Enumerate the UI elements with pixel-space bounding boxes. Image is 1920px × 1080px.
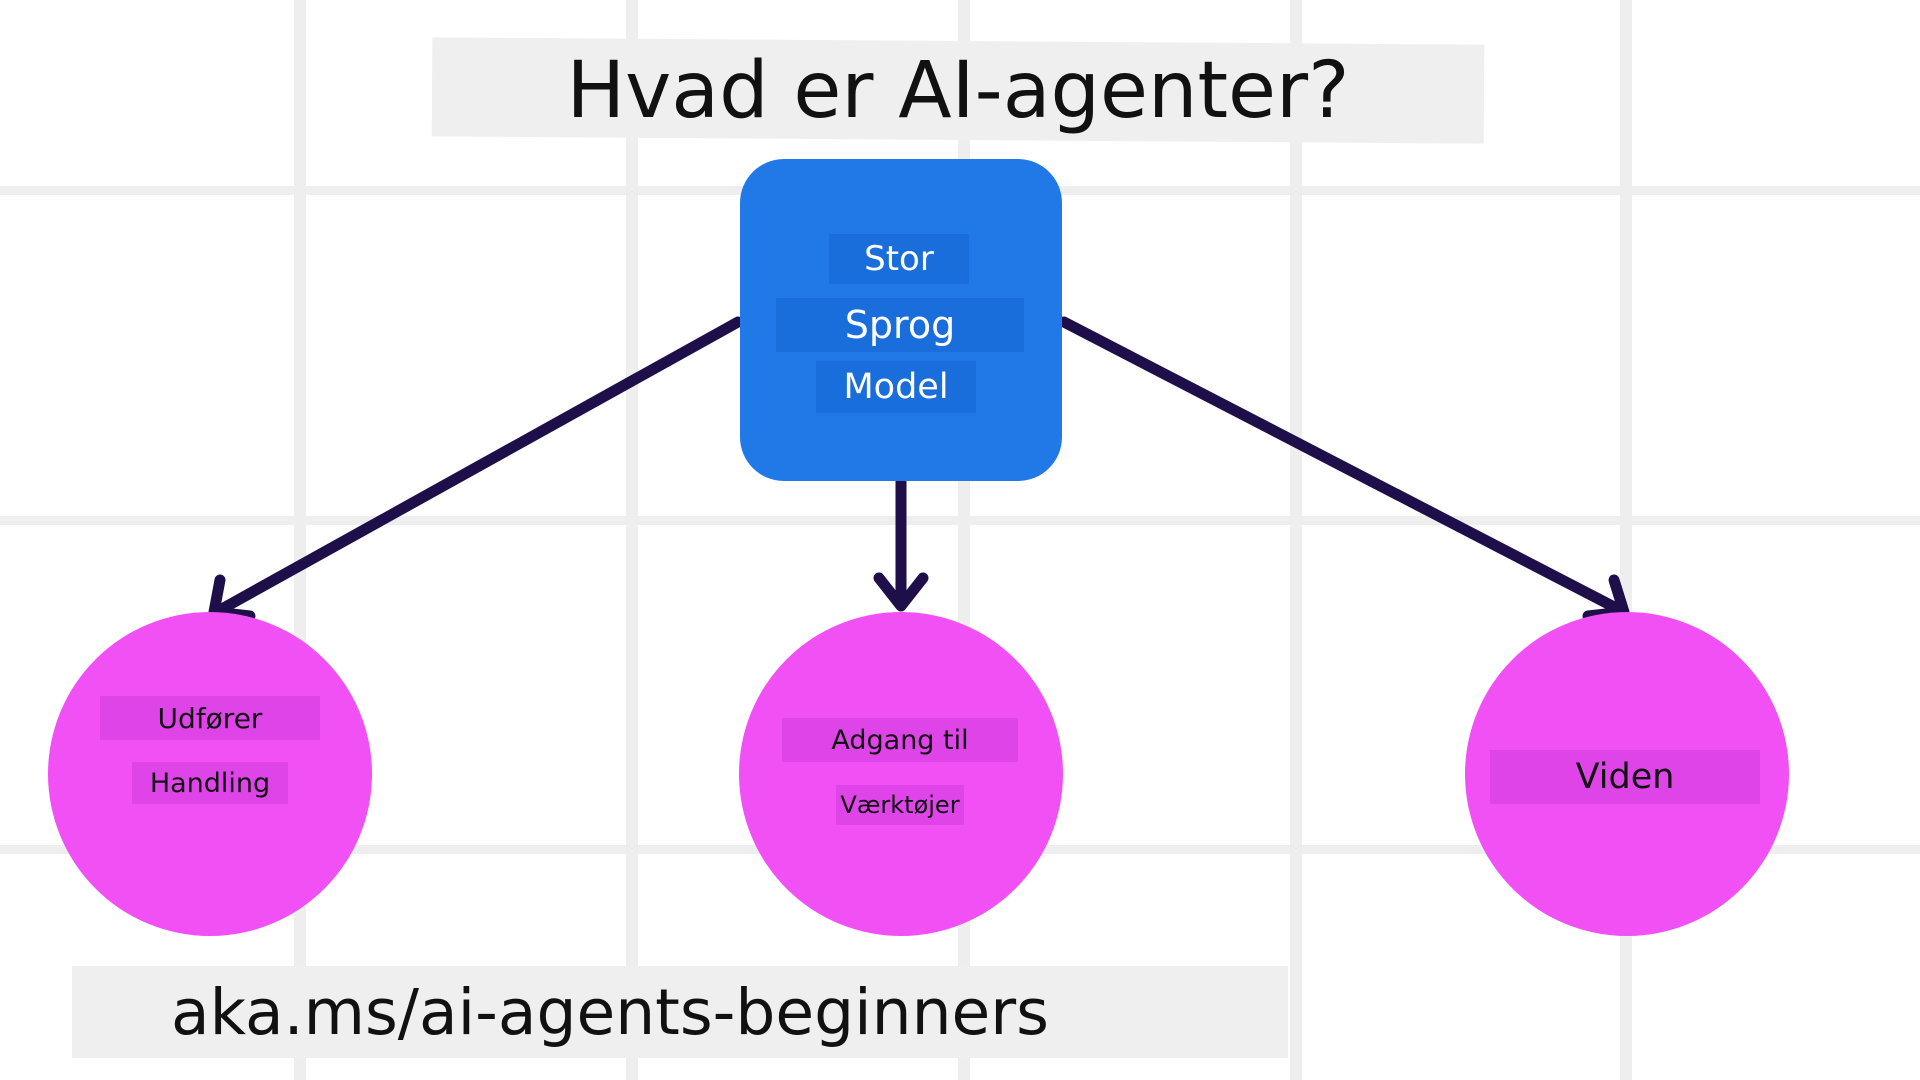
node-tools-label-1: Adgang til — [782, 718, 1018, 762]
grid-line — [626, 0, 638, 1080]
arrow-to-action — [214, 316, 744, 616]
arrowhead-tools — [873, 572, 929, 612]
grid-line — [0, 516, 1920, 525]
node-tools-label-2: Værktøjer — [836, 785, 964, 825]
llm-box — [740, 159, 1062, 481]
arrow-to-knowledge — [1058, 316, 1626, 616]
node-action-label-1: Udfører — [100, 696, 320, 740]
node-action-label-2: Handling — [132, 762, 288, 804]
url-link[interactable]: aka.ms/ai-agents-beginners — [170, 975, 1049, 1049]
diagram-title: Hvad er AI-agenter? — [566, 45, 1350, 136]
llm-label-model: Model — [816, 361, 976, 413]
llm-label-sprog: Sprog — [776, 298, 1024, 352]
node-knowledge-label: Viden — [1490, 750, 1760, 804]
url-banner — [72, 966, 1288, 1058]
grid-line — [1290, 0, 1302, 1080]
llm-label-stor: Stor — [829, 234, 969, 284]
node-tools — [739, 612, 1063, 936]
